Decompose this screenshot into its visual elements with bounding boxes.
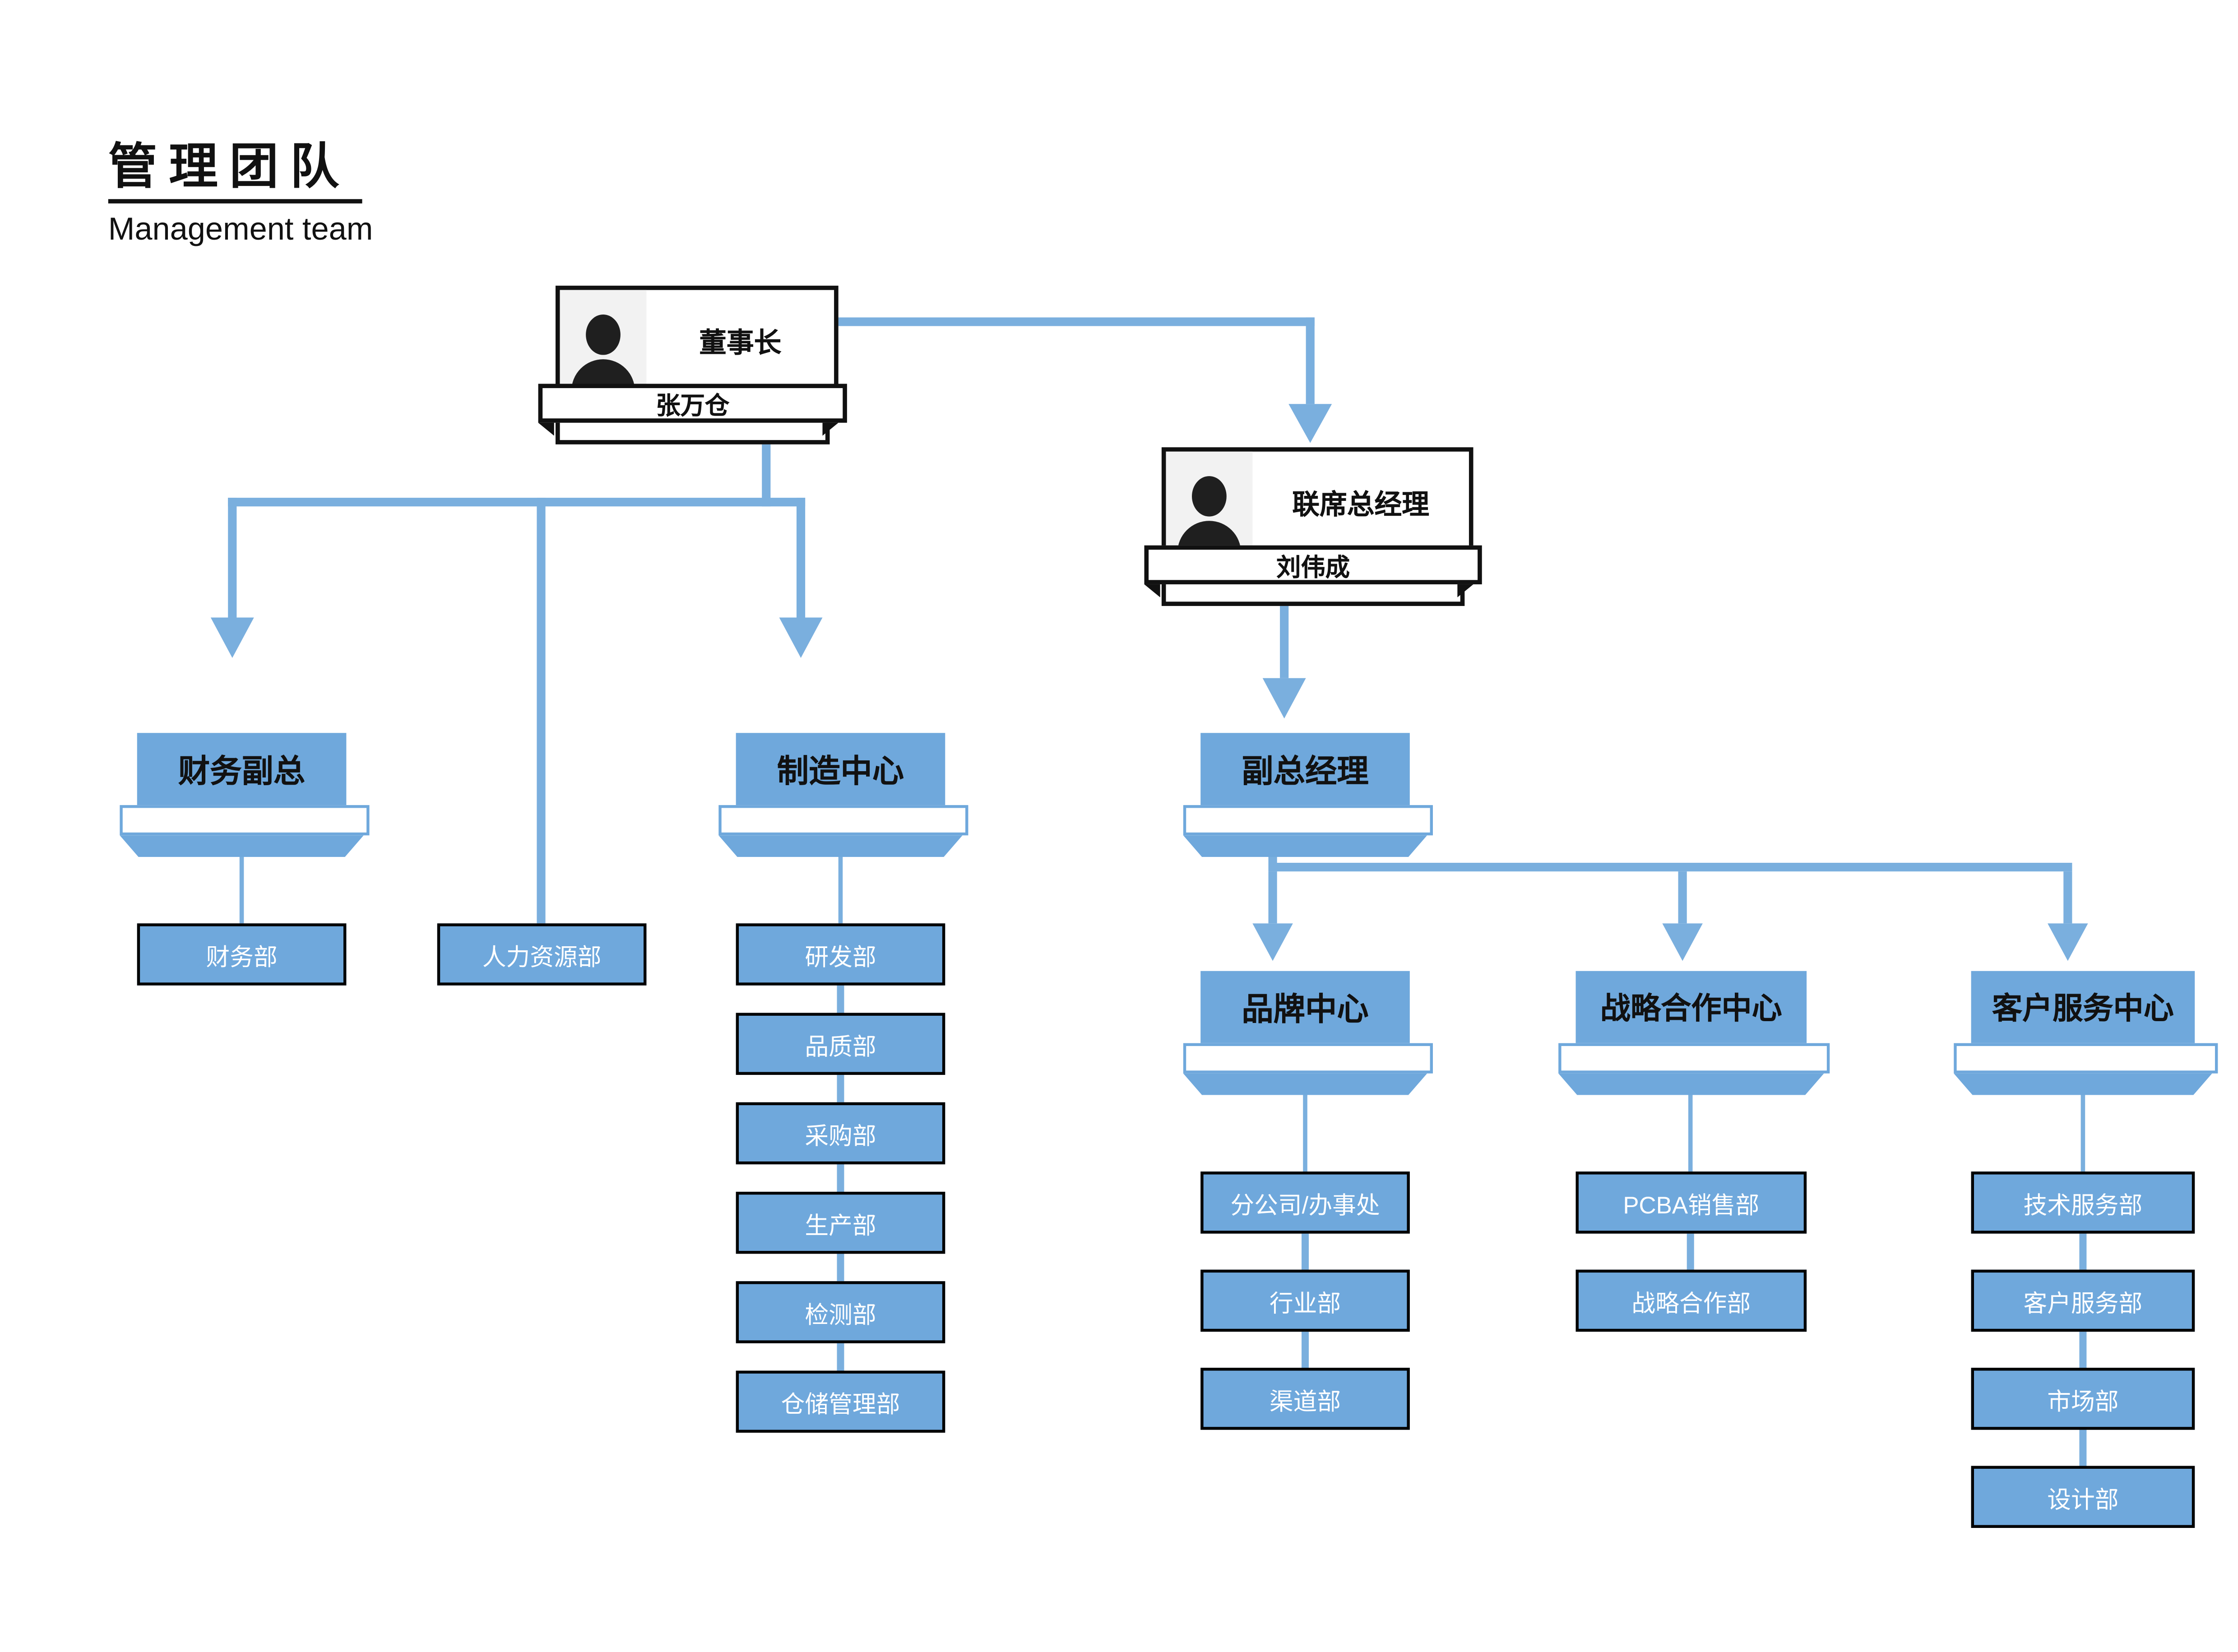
title-underline xyxy=(108,199,362,204)
chairman-fold-left xyxy=(538,422,554,436)
header-finance-vp-label: 财务副总 xyxy=(137,733,347,805)
link-mfg-3 xyxy=(837,1164,844,1192)
cogm-fold-right xyxy=(1457,584,1473,597)
feed-finance-dept xyxy=(239,854,244,924)
link-mfg-5 xyxy=(837,1343,844,1371)
distributor-level2 xyxy=(1268,863,2072,872)
header-deputy-gm-label: 副总经理 xyxy=(1200,733,1410,805)
feed-rd-dept xyxy=(838,854,843,924)
dept-kehufuwubu: 客户服务部 xyxy=(1971,1269,2195,1332)
header-manufacturing-strip xyxy=(718,835,962,857)
connector-cogm-to-deputy xyxy=(1280,604,1289,678)
arrowhead-to-deputy xyxy=(1262,678,1306,719)
dept-fengongsi: 分公司/办事处 xyxy=(1200,1171,1410,1234)
page-subtitle: Management team xyxy=(108,210,373,247)
chairman-card: 董事长 xyxy=(555,286,839,396)
arrowhead-to-finance xyxy=(210,617,254,658)
dept-shichangbu: 市场部 xyxy=(1971,1368,2195,1430)
chairman-fold-right xyxy=(822,422,839,436)
dept-caiwubu: 财务部 xyxy=(137,923,347,986)
person-icon xyxy=(1166,451,1253,553)
header-customer-service-center-band xyxy=(1954,1043,2218,1074)
person-icon xyxy=(560,290,647,391)
header-manufacturing-band xyxy=(718,805,968,836)
header-brand-center-band xyxy=(1183,1043,1433,1074)
page-title: 管理团队 xyxy=(108,140,351,195)
header-customer-service-center-label: 客户服务中心 xyxy=(1971,971,2195,1043)
link-brand-1 xyxy=(1302,1233,1309,1270)
feed-brand-dept xyxy=(1303,1092,1307,1172)
header-customer-service-center-strip xyxy=(1954,1074,2212,1095)
dept-zhanluehezuobu: 战略合作部 xyxy=(1575,1269,1807,1332)
link-mfg-2 xyxy=(837,1075,844,1102)
header-finance-vp-strip xyxy=(120,835,363,857)
header-strategic-center-strip xyxy=(1558,1074,1824,1095)
arm-to-brand xyxy=(1268,871,1277,924)
header-deputy-gm-band xyxy=(1183,805,1433,836)
link-mfg-1 xyxy=(837,985,844,1013)
link-mfg-4 xyxy=(837,1254,844,1282)
person-head xyxy=(586,315,621,355)
dept-jiancebu: 检测部 xyxy=(736,1281,945,1343)
link-service-1 xyxy=(2079,1233,2087,1270)
header-manufacturing-label: 制造中心 xyxy=(736,733,945,805)
header-strategic-center: 战略合作中心 xyxy=(1558,971,1830,1095)
dept-cangchuguanlibu: 仓储管理部 xyxy=(736,1370,945,1433)
cogm-fold-left xyxy=(1144,584,1160,597)
connector-chairman-feed xyxy=(762,440,771,507)
dept-renliziyuanbu: 人力资源部 xyxy=(437,923,647,986)
arrowhead-to-strategic xyxy=(1662,923,1703,961)
dept-qudaobu: 渠道部 xyxy=(1200,1368,1410,1430)
header-customer-service-center: 客户服务中心 xyxy=(1954,971,2218,1095)
header-brand-center-strip xyxy=(1183,1074,1427,1095)
dept-yanfabu: 研发部 xyxy=(736,923,945,986)
header-deputy-gm-strip xyxy=(1183,835,1427,857)
cogm-nameplate: 刘伟成 xyxy=(1144,545,1482,584)
dept-pcba-xiaoshoubu: PCBA销售部 xyxy=(1575,1171,1807,1234)
chairman-title: 董事长 xyxy=(699,328,782,359)
dept-caigoubu: 采购部 xyxy=(736,1102,945,1165)
link-service-2 xyxy=(2079,1332,2087,1368)
dept-shengchanbu: 生产部 xyxy=(736,1192,945,1254)
header-brand-center-label: 品牌中心 xyxy=(1200,971,1410,1043)
header-strategic-center-band xyxy=(1558,1043,1830,1074)
arrowhead-to-brand xyxy=(1252,923,1293,961)
connector-chairman-to-cogm-v xyxy=(1306,317,1315,404)
header-manufacturing: 制造中心 xyxy=(718,733,968,857)
feed-strategic-dept xyxy=(1688,1092,1693,1172)
arm-to-strategic xyxy=(1678,871,1687,924)
arrowhead-to-customer-service xyxy=(2048,923,2088,961)
arrowhead-to-manufacturing xyxy=(779,617,823,658)
link-brand-2 xyxy=(1302,1332,1309,1368)
arrowhead-to-cogm xyxy=(1288,404,1332,443)
header-brand-center: 品牌中心 xyxy=(1183,971,1433,1095)
cogm-card: 联席总经理 xyxy=(1161,447,1473,557)
distributor-level1 xyxy=(228,498,806,507)
arm-to-finance xyxy=(228,498,237,618)
feed-service-dept xyxy=(2080,1092,2085,1172)
dept-pinzhibu: 品质部 xyxy=(736,1013,945,1075)
dept-shejibu: 设计部 xyxy=(1971,1466,2195,1528)
connector-chairman-to-cogm-h xyxy=(829,317,1315,326)
arm-to-hr xyxy=(537,498,546,924)
chairman-nameplate: 张万仓 xyxy=(538,384,847,423)
header-deputy-gm: 副总经理 xyxy=(1183,733,1433,857)
header-finance-vp: 财务副总 xyxy=(120,733,370,857)
link-strategic-1 xyxy=(1687,1233,1694,1270)
header-finance-vp-band xyxy=(120,805,370,836)
arm-to-manufacturing xyxy=(796,498,806,618)
dept-hangyebu: 行业部 xyxy=(1200,1269,1410,1332)
arm-to-customer-service xyxy=(2063,871,2072,924)
link-service-3 xyxy=(2079,1430,2087,1466)
header-strategic-center-label: 战略合作中心 xyxy=(1575,971,1807,1043)
cogm-title: 联席总经理 xyxy=(1292,490,1430,520)
person-head xyxy=(1192,476,1227,517)
dept-jishufuwubu: 技术服务部 xyxy=(1971,1171,2195,1234)
